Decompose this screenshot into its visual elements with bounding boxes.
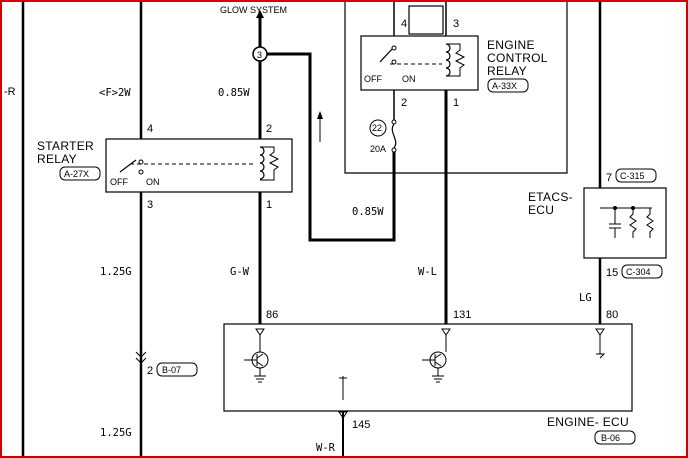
ecu-input-mark bbox=[595, 328, 605, 336]
etacs-resistor bbox=[646, 208, 654, 238]
starter-relay-connector-badge bbox=[59, 166, 101, 181]
starter-resistor bbox=[260, 146, 280, 181]
etacs-pin-bottom: 15 bbox=[606, 267, 618, 279]
starter-relay-title-1: STARTER bbox=[37, 139, 94, 153]
ecu-pin-80: 80 bbox=[606, 309, 618, 321]
ecr-title-2: CONTROL bbox=[487, 51, 548, 65]
left-connector: B-07 bbox=[162, 365, 181, 375]
starter-relay: OFF ON bbox=[105, 138, 293, 193]
ecr-pin-2: 2 bbox=[401, 97, 407, 109]
left-edge-label: -R bbox=[4, 86, 16, 98]
starter-relay-connector: A-27X bbox=[64, 169, 89, 179]
etacs-ecu bbox=[583, 187, 667, 259]
wire-label-085w-mid: 0.85W bbox=[352, 206, 384, 218]
fuse-number: 22 bbox=[372, 123, 382, 133]
ecr-pin-3: 3 bbox=[453, 18, 459, 30]
wire-label-wl: W-L bbox=[418, 266, 437, 278]
ecr-contact-arm bbox=[379, 46, 395, 63]
wire-label-125g-b: 1.25G bbox=[100, 427, 132, 439]
junction-circle bbox=[252, 46, 268, 62]
engine-ecu bbox=[223, 323, 633, 419]
ecu-pin-86: 86 bbox=[266, 309, 278, 321]
ecu-input-mark bbox=[255, 328, 265, 336]
fuse-element bbox=[391, 123, 397, 149]
engine-ecu-connector-badge bbox=[594, 430, 636, 445]
wire-label-gw: G-W bbox=[230, 266, 250, 278]
etacs-connector-top-badge bbox=[615, 168, 657, 183]
fuse-rating: 20A bbox=[370, 144, 386, 154]
starter-relay-title-2: RELAY bbox=[37, 152, 77, 166]
ecr-title-1: ENGINE bbox=[487, 38, 535, 52]
ecr-outer-box bbox=[344, 2, 568, 174]
fuse-terminal bbox=[391, 119, 397, 125]
ecr-box bbox=[360, 35, 479, 91]
ground-symbol bbox=[432, 375, 444, 383]
etacs-connector-bottom-badge bbox=[621, 264, 663, 279]
ecu-pin-145: 145 bbox=[352, 419, 370, 431]
ecr-contact-dot bbox=[391, 59, 397, 65]
starter-contact-dot bbox=[138, 169, 144, 175]
transistor-1-inner bbox=[244, 353, 264, 367]
starter-contact-arm bbox=[119, 159, 137, 173]
engine-ecu-box bbox=[223, 323, 633, 412]
left-connector-pin: 2 bbox=[147, 365, 153, 377]
ecr-coil bbox=[445, 43, 451, 77]
engine-ecu-connector: B-06 bbox=[601, 433, 620, 443]
starter-off: OFF bbox=[110, 177, 128, 187]
glow-to-fuse-wire bbox=[267, 52, 396, 242]
wire-label-lg: LG bbox=[579, 292, 592, 304]
ecu-145-output bbox=[339, 376, 347, 400]
glow-arrow bbox=[256, 10, 264, 18]
ecr-connector: A-33X bbox=[492, 81, 517, 91]
ecr-resistor bbox=[446, 43, 466, 77]
ecr-on: ON bbox=[402, 74, 416, 84]
ecu-output-mark bbox=[338, 411, 348, 419]
etacs-pin-top: 7 bbox=[606, 172, 612, 184]
fuse-terminal bbox=[391, 147, 397, 153]
current-arrow-head bbox=[317, 111, 323, 119]
wire-label-wr: W-R bbox=[316, 442, 336, 454]
starter-on: ON bbox=[146, 177, 160, 187]
engine-control-relay: OFF ON bbox=[360, 35, 479, 91]
engine-ecu-title: ENGINE- ECU bbox=[547, 415, 629, 429]
ecr-title-3: RELAY bbox=[487, 64, 527, 78]
starter-coil bbox=[259, 146, 265, 180]
etacs-box bbox=[583, 187, 667, 259]
left-connector-badge bbox=[156, 362, 198, 377]
starter-pin-3: 3 bbox=[147, 199, 153, 211]
starter-pin-1: 1 bbox=[266, 199, 272, 211]
glow-system-label: GLOW SYSTEM bbox=[220, 5, 287, 15]
starter-contact-dot bbox=[138, 159, 144, 165]
etacs-connector-top: C-315 bbox=[620, 171, 645, 181]
ground-symbol bbox=[254, 375, 266, 383]
fuse-number-circle bbox=[369, 119, 387, 137]
etacs-capacitor bbox=[609, 208, 621, 238]
ecu-input-mark bbox=[441, 328, 451, 336]
etacs-title-1: ETACS- bbox=[528, 190, 573, 204]
ecr-contact-dot bbox=[391, 45, 397, 51]
etacs-connector-bottom: C-304 bbox=[626, 267, 651, 277]
wire-label-f2w: <F>2W bbox=[99, 87, 131, 99]
ecr-pin-4: 4 bbox=[401, 18, 407, 30]
wires bbox=[21, 2, 602, 456]
ecr-connector-badge bbox=[487, 78, 529, 93]
junction-number: 3 bbox=[257, 50, 262, 60]
transistor-2-inner bbox=[422, 353, 442, 367]
break-mark bbox=[135, 351, 147, 364]
wire-label-085w-top: 0.85W bbox=[218, 87, 250, 99]
etacs-title-2: ECU bbox=[528, 203, 554, 217]
ecr-off: OFF bbox=[364, 74, 382, 84]
fuse-22 bbox=[369, 119, 397, 153]
ecu-pin-131: 131 bbox=[453, 309, 471, 321]
etacs-resistor bbox=[629, 208, 637, 238]
starter-relay-box bbox=[105, 138, 293, 193]
ecr-pin-1: 1 bbox=[453, 97, 459, 109]
ecu-lg-input bbox=[596, 335, 606, 359]
ecr-top-loop bbox=[408, 5, 444, 35]
starter-pin-2: 2 bbox=[266, 123, 272, 135]
starter-pin-4: 4 bbox=[147, 123, 153, 135]
wire-label-125g-a: 1.25G bbox=[100, 266, 132, 278]
